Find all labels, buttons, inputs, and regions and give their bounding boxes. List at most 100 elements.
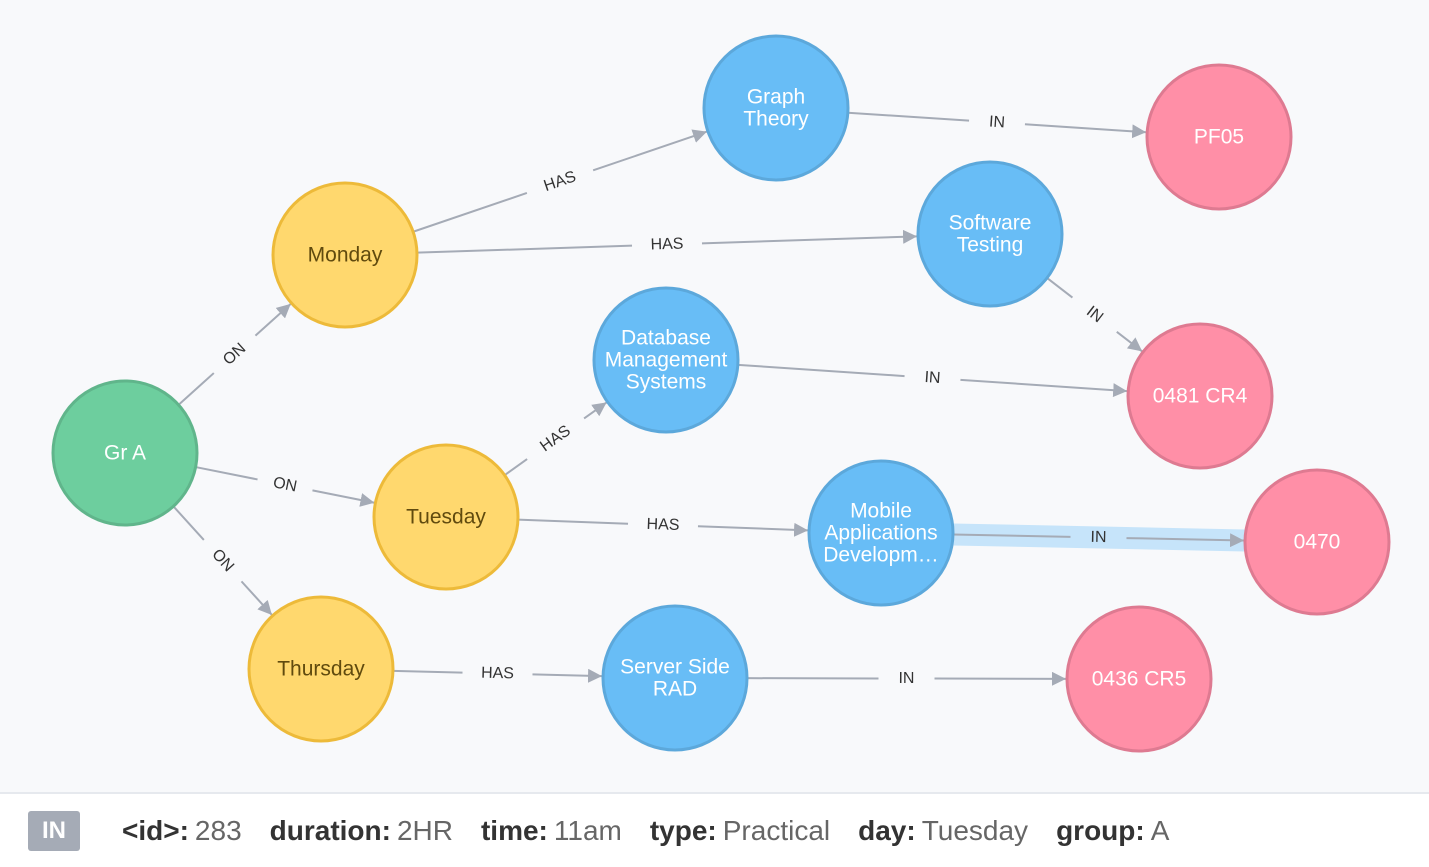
property-value: Tuesday [921, 814, 1029, 846]
property-value: Practical [722, 814, 831, 846]
edge-label: HAS [481, 665, 514, 683]
node-circle[interactable] [1065, 605, 1213, 753]
node-circle[interactable] [51, 379, 199, 527]
node-circle[interactable] [1243, 468, 1391, 616]
node-monday[interactable]: Monday [271, 181, 419, 329]
edge-label: IN [924, 369, 941, 387]
edge-label: IN [1083, 303, 1106, 326]
node-circle[interactable] [601, 604, 749, 752]
property-duration: duration:2HR [270, 815, 453, 847]
node-0436-cr5[interactable]: 0436 CR5 [1065, 605, 1213, 753]
edge-mobile-apps-0470[interactable]: IN [952, 523, 1246, 552]
edge-arrow [697, 522, 809, 537]
node-label: RAD [653, 678, 697, 701]
edge-arrow [1024, 123, 1147, 139]
property-key: time: [480, 814, 548, 846]
node-circle[interactable] [1145, 63, 1293, 211]
graph-svg[interactable]: ON ON ON HAS HAS HAS HAS HAS IN IN IN IN IN Gr A Mond… [0, 0, 1429, 792]
edge-line [517, 518, 629, 525]
node-label: Developm… [823, 544, 939, 567]
edge-line [416, 244, 633, 254]
edge-arrow [592, 129, 708, 172]
node-circle[interactable] [1126, 322, 1274, 470]
edge-line [195, 466, 258, 481]
edge-tuesday-dbms[interactable]: HAS [504, 401, 608, 476]
property-day: day:Tuesday [858, 815, 1028, 847]
edge-arrow [701, 229, 918, 245]
edge-dbms-0481-cr4[interactable]: IN [737, 363, 1128, 398]
edge-line [172, 505, 205, 541]
edge-label: HAS [537, 422, 574, 455]
edge-label: ON [208, 546, 237, 575]
property-value: A [1150, 814, 1170, 846]
node-0470[interactable]: 0470 [1243, 468, 1391, 616]
graph-canvas[interactable]: ON ON ON HAS HAS HAS HAS HAS IN IN IN IN IN Gr A Mond… [0, 0, 1429, 792]
edge-server-side-0436-cr5[interactable]: IN [746, 670, 1067, 687]
edge-label: HAS [542, 168, 579, 195]
edge-line [737, 363, 905, 378]
edge-gra-monday[interactable]: ON [177, 303, 292, 406]
edge-label: HAS [646, 516, 680, 534]
property-id: <id>:283 [122, 815, 242, 847]
relationship-type-badge[interactable]: IN [28, 810, 80, 851]
node-label: Management [605, 349, 728, 372]
edge-arrow [240, 580, 273, 616]
node-label: Server Side [620, 656, 730, 679]
node-label: Database [621, 327, 711, 350]
node-label: Theory [743, 108, 809, 131]
node-thursday[interactable]: Thursday [247, 595, 395, 743]
node-label: Tuesday [406, 506, 486, 529]
edge-arrow [312, 489, 375, 507]
property-type: type:Practical [650, 815, 830, 847]
property-value: 2HR [396, 814, 453, 846]
edge-tuesday-mobile-apps[interactable]: HAS [517, 516, 809, 537]
edge-label: ON [272, 474, 299, 495]
node-circle[interactable] [372, 443, 520, 591]
edge-gra-thursday[interactable]: ON [172, 505, 273, 616]
edge-gra-tuesday[interactable]: ON [195, 466, 375, 507]
edge-line [177, 372, 215, 406]
edge-arrow [1126, 533, 1245, 548]
property-key: <id>: [122, 814, 189, 846]
property-key: day: [858, 814, 916, 846]
edge-arrow [254, 303, 292, 337]
property-group: group:A [1056, 815, 1169, 847]
node-label: Systems [626, 371, 707, 394]
edge-graph-theory-pf05[interactable]: IN [847, 111, 1147, 139]
node-label: 0436 CR5 [1092, 668, 1187, 691]
node-circle[interactable] [271, 181, 419, 329]
node-tuesday[interactable]: Tuesday [372, 443, 520, 591]
details-bar: IN <id>:283 duration:2HR time:11am type:… [0, 792, 1429, 867]
property-key: duration: [269, 814, 391, 846]
node-circle[interactable] [592, 286, 740, 434]
node-mobile-apps[interactable]: MobileApplicationsDevelopm… [807, 459, 955, 607]
node-gra[interactable]: Gr A [51, 379, 199, 527]
node-circle[interactable] [247, 595, 395, 743]
node-label: 0481 CR4 [1153, 385, 1248, 408]
edge-monday-graph-theory[interactable]: HAS [412, 129, 708, 233]
edge-label: IN [1090, 529, 1106, 546]
edge-line [504, 458, 528, 476]
node-label: Thursday [277, 658, 365, 681]
node-0481-cr4[interactable]: 0481 CR4 [1126, 322, 1274, 470]
edge-thursday-server-side[interactable]: HAS [392, 665, 603, 683]
edge-line [847, 111, 970, 122]
node-label: 0470 [1294, 531, 1341, 554]
edge-software-testing-0481-cr4[interactable]: IN [1046, 277, 1143, 353]
node-circle[interactable] [702, 34, 850, 182]
edge-line [952, 533, 1071, 538]
node-circle[interactable] [807, 459, 955, 607]
node-label: Graph [747, 86, 805, 109]
edge-line [392, 669, 463, 674]
node-circle[interactable] [916, 160, 1064, 308]
node-pf05[interactable]: PF05 [1145, 63, 1293, 211]
node-label: Testing [957, 234, 1024, 257]
node-label: Applications [824, 522, 937, 545]
node-label: Monday [308, 244, 383, 267]
edge-monday-software-testing[interactable]: HAS [416, 229, 918, 254]
